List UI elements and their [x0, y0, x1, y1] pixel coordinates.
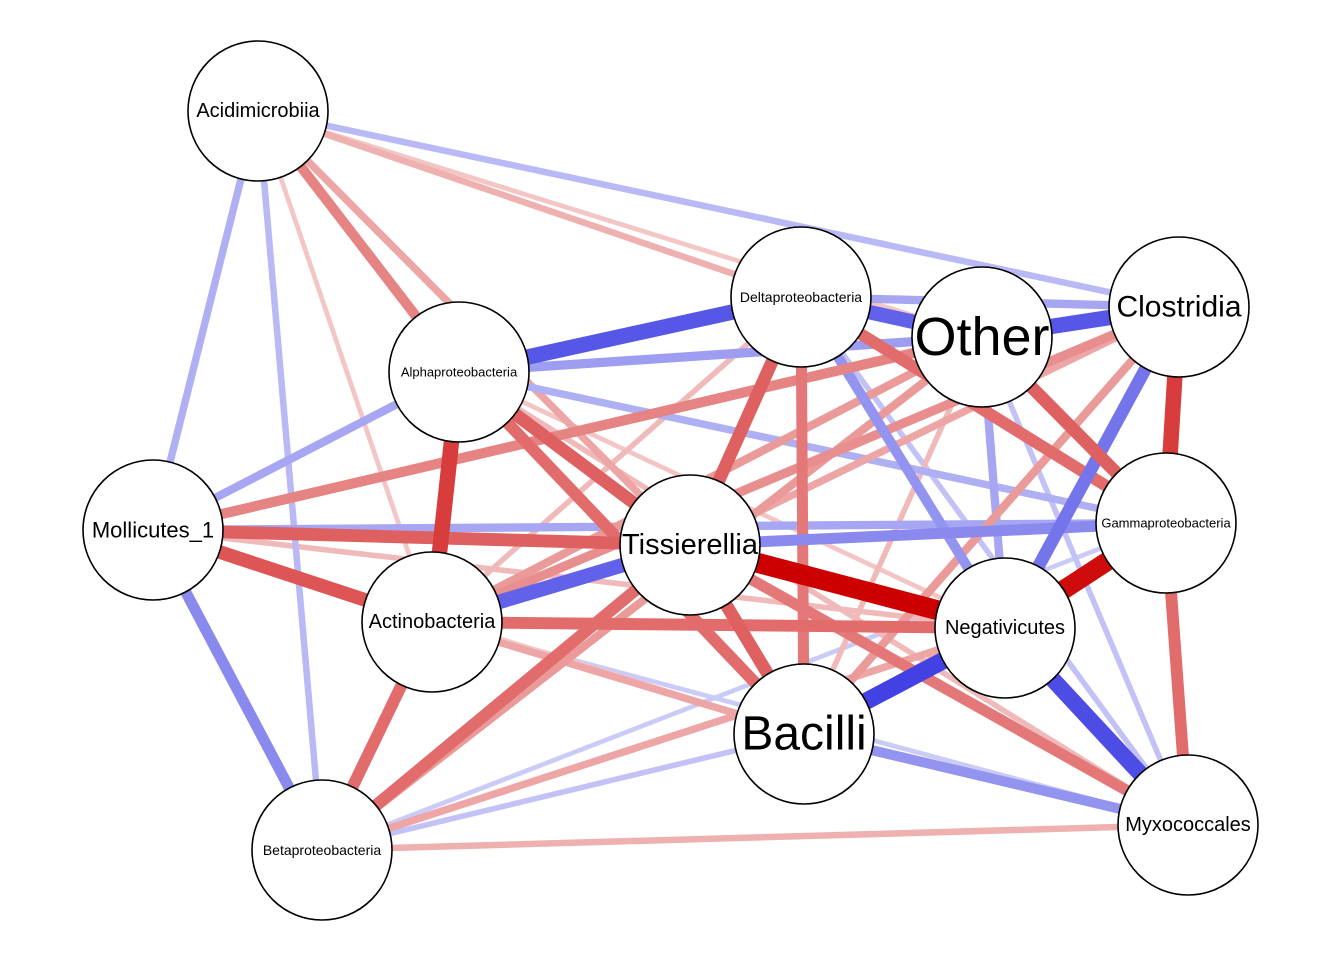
- edge-alphaproteobacteria-myxococcales: [457, 369, 1190, 828]
- node-circle-gammaproteobacteria: [1095, 452, 1237, 594]
- node-label-other: Other: [914, 307, 1049, 367]
- node-circle-clostridia: [1108, 236, 1250, 378]
- node-circle-alphaproteobacteria: [388, 301, 530, 443]
- node-myxococcales: Myxococcales: [1117, 754, 1259, 896]
- edge-betaproteobacteria-bacilli: [321, 731, 805, 853]
- node-negativicutes: Negativicutes: [934, 557, 1076, 699]
- node-bacilli: Bacilli: [733, 663, 875, 805]
- node-label-deltaproteobacteria: Deltaproteobacteria: [740, 289, 862, 305]
- edge-actinobacteria-negativicutes: [431, 616, 1006, 634]
- node-label-mollicutes_1: Mollicutes_1: [92, 518, 214, 543]
- node-alphaproteobacteria: Alphaproteobacteria: [388, 301, 530, 443]
- edge-tissierellia-gammaproteobacteria: [689, 517, 1167, 551]
- node-label-actinobacteria: Actinobacteria: [369, 611, 497, 633]
- edge-alphaproteobacteria-gammaproteobacteria: [458, 368, 1167, 527]
- edge-betaproteobacteria-myxococcales: [321, 821, 1189, 854]
- node-circle-acidimicrobiia: [187, 40, 329, 182]
- edge-deltaproteobacteria-bacilli: [795, 296, 810, 735]
- edge-acidimicrobiia-betaproteobacteria: [254, 110, 326, 851]
- node-label-myxococcales: Myxococcales: [1125, 814, 1251, 836]
- node-betaproteobacteria: Betaproteobacteria: [251, 779, 393, 921]
- node-circle-deltaproteobacteria: [730, 226, 872, 368]
- node-deltaproteobacteria: Deltaproteobacteria: [730, 226, 872, 368]
- node-label-clostridia: Clostridia: [1116, 291, 1241, 324]
- edge-deltaproteobacteria-gammaproteobacteria: [797, 291, 1170, 529]
- edge-bacilli-clostridia: [800, 304, 1183, 737]
- edge-tissierellia-betaproteobacteria: [318, 540, 694, 855]
- node-circle-tissierellia: [619, 474, 761, 616]
- node-other: Other: [911, 266, 1053, 408]
- node-label-betaproteobacteria: Betaproteobacteria: [263, 842, 382, 858]
- node-clostridia: Clostridia: [1108, 236, 1250, 378]
- node-label-acidimicrobiia: Acidimicrobiia: [196, 100, 320, 122]
- node-gammaproteobacteria: Gammaproteobacteria: [1095, 452, 1237, 594]
- node-actinobacteria: Actinobacteria: [361, 551, 503, 693]
- node-label-gammaproteobacteria: Gammaproteobacteria: [1101, 516, 1231, 531]
- node-circle-other: [911, 266, 1053, 408]
- edge-acidimicrobiia-clostridia: [257, 107, 1180, 311]
- edge-betaproteobacteria-negativicutes: [320, 624, 1007, 854]
- node-circle-myxococcales: [1117, 754, 1259, 896]
- edge-mollicutes_1-other: [151, 332, 984, 535]
- node-circle-bacilli: [733, 663, 875, 805]
- node-circle-actinobacteria: [361, 551, 503, 693]
- node-label-negativicutes: Negativicutes: [945, 617, 1065, 639]
- node-label-bacilli: Bacilli: [741, 708, 866, 761]
- node-circle-mollicutes_1: [82, 459, 224, 601]
- node-circle-negativicutes: [934, 557, 1076, 699]
- node-tissierellia: Tissierellia: [619, 474, 761, 616]
- node-circle-betaproteobacteria: [251, 779, 393, 921]
- edge-mollicutes_1-tissierellia: [152, 523, 691, 552]
- edge-acidimicrobiia-deltaproteobacteria: [256, 107, 803, 301]
- node-label-tissierellia: Tissierellia: [622, 529, 759, 561]
- edge-acidimicrobiia-mollicutes_1: [149, 110, 262, 531]
- node-acidimicrobiia: Acidimicrobiia: [187, 40, 329, 182]
- edge-tissierellia-myxococcales: [687, 540, 1191, 830]
- node-label-alphaproteobacteria: Alphaproteobacteria: [401, 365, 518, 380]
- node-mollicutes_1: Mollicutes_1: [82, 459, 224, 601]
- edge-other-alphaproteobacteria: [458, 332, 983, 377]
